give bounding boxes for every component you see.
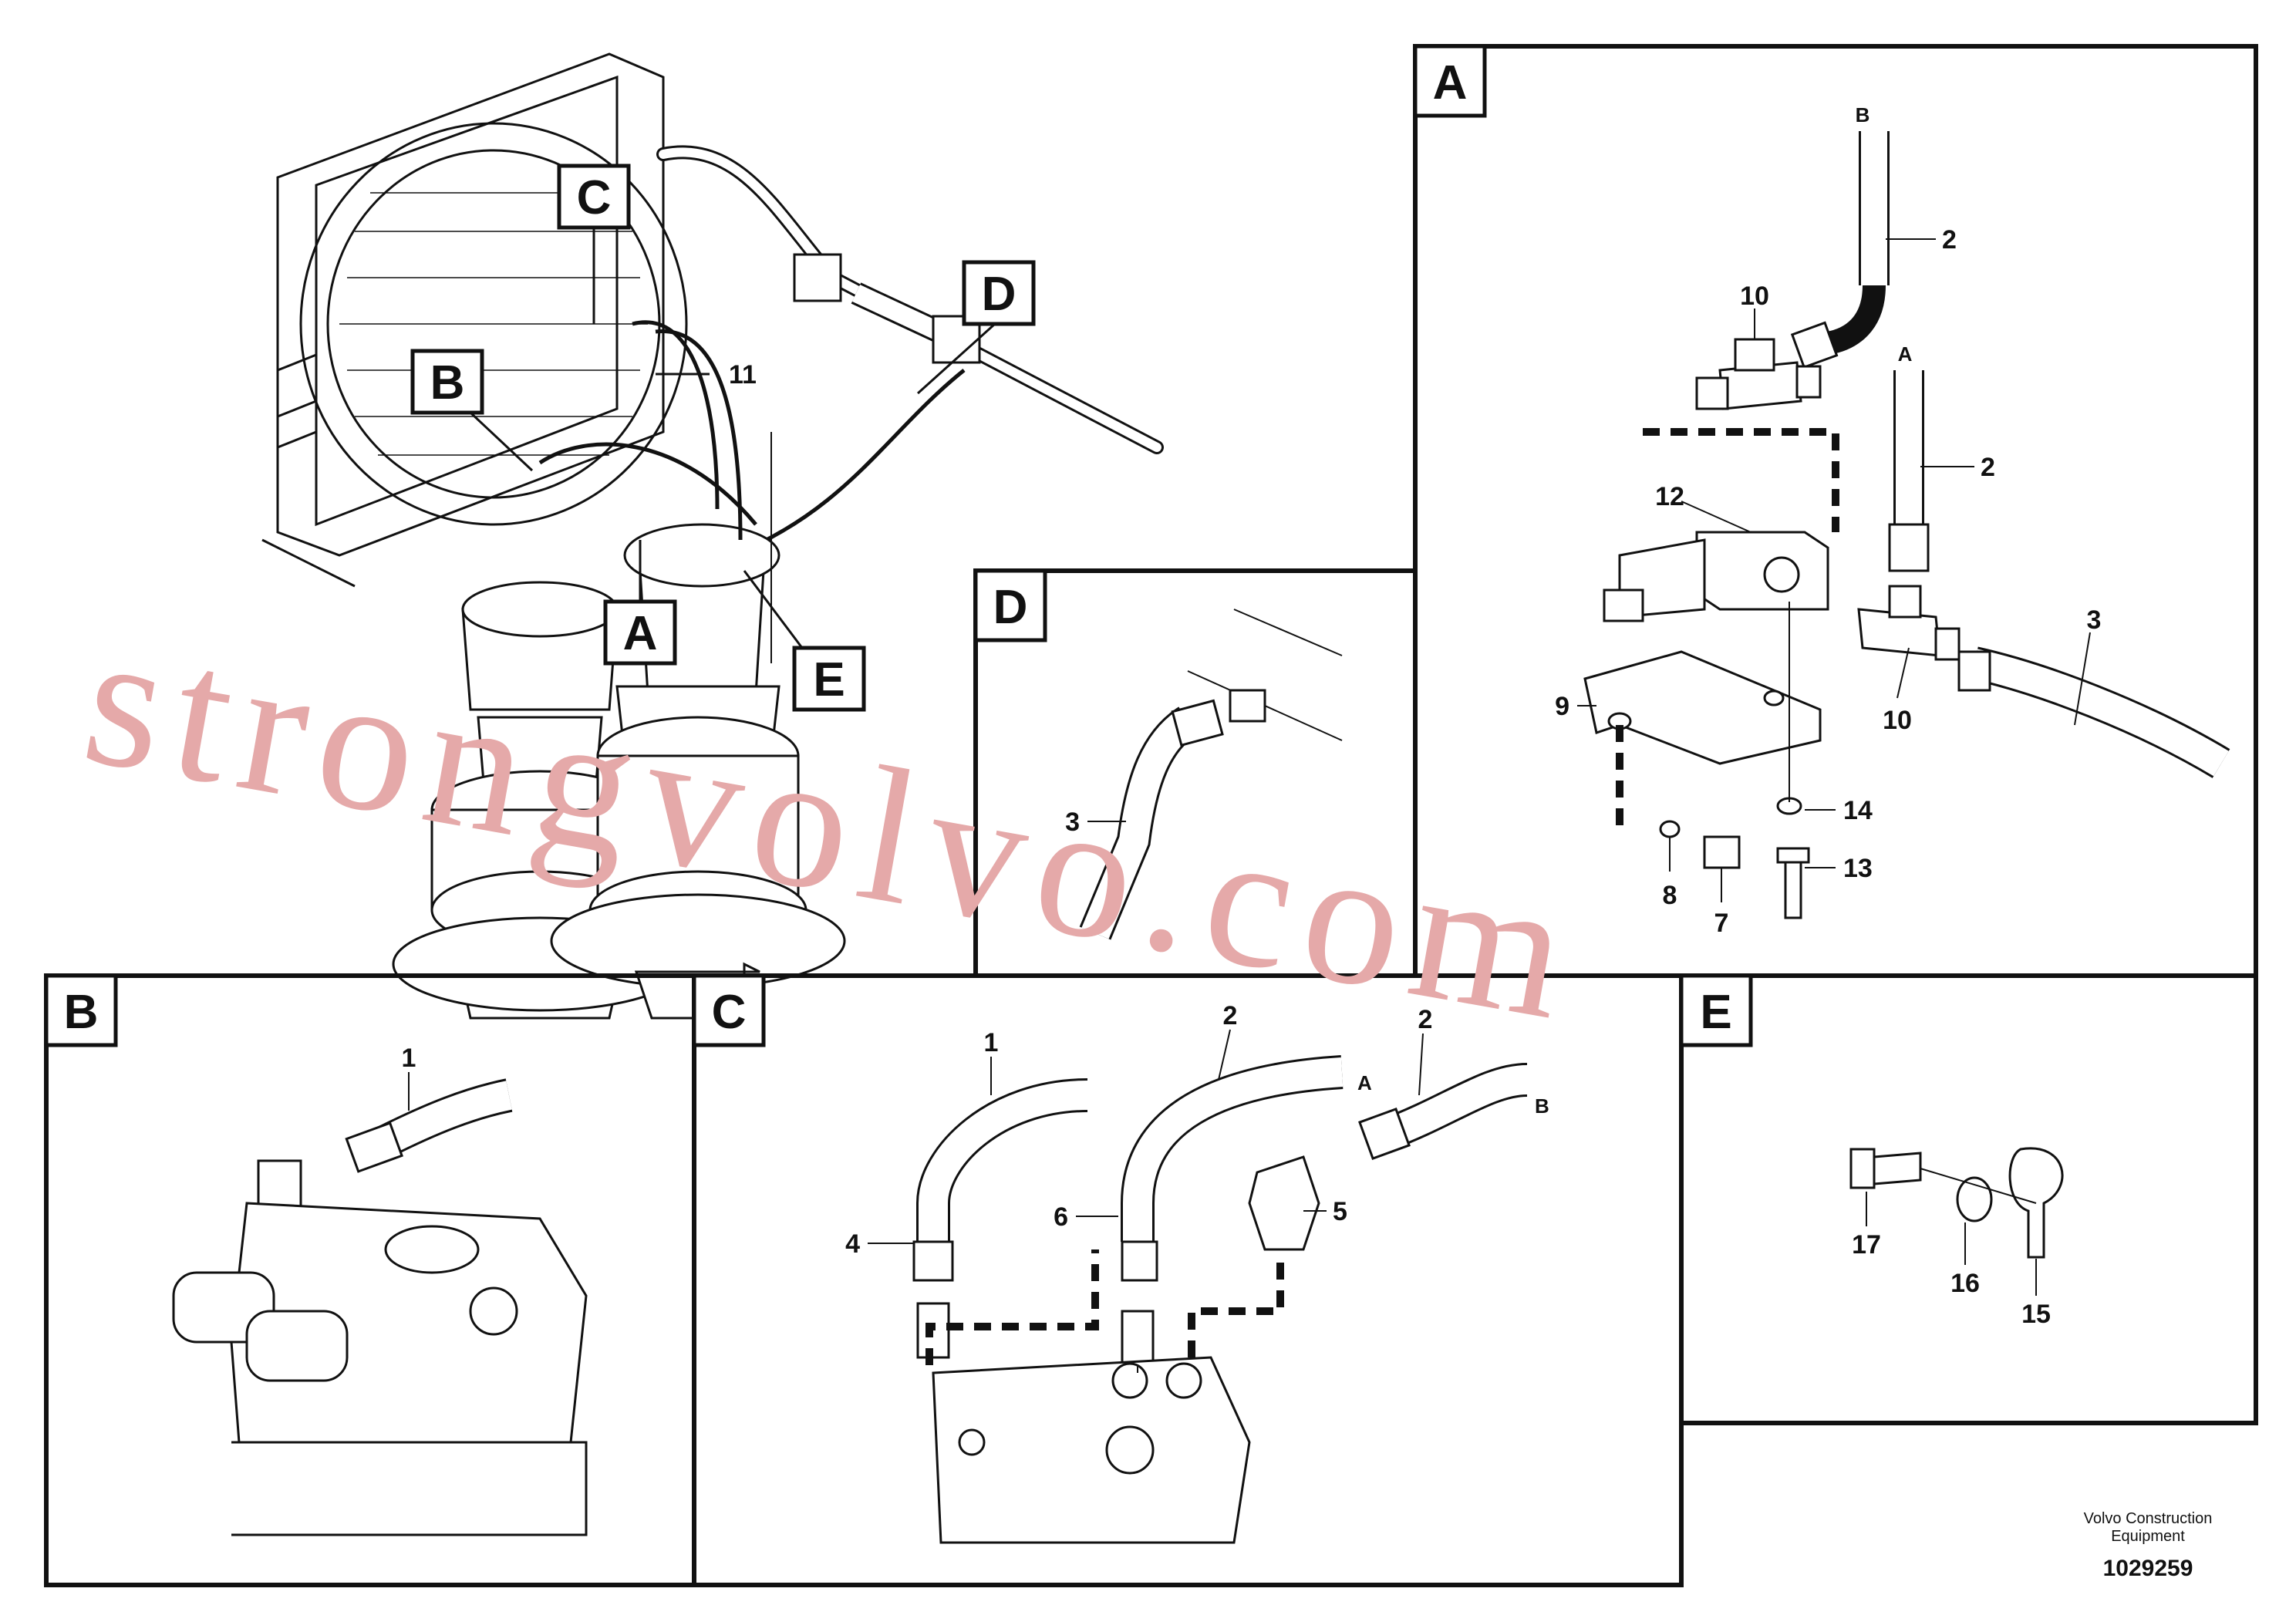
- hose-end-label-b: B: [1856, 103, 1870, 126]
- callout-c-5: 5: [1333, 1197, 1347, 1226]
- callout-a-3: 3: [2087, 605, 2102, 635]
- callout-c-1: 1: [984, 1028, 999, 1057]
- main-tag-c: C: [557, 164, 631, 230]
- svg-text:D: D: [982, 268, 1017, 321]
- detail-panel-c: C: [692, 973, 1684, 1587]
- drawing-footer: Volvo Construction Equipment 1029259: [2084, 1510, 2213, 1581]
- detail-panel-e: E 17 16 15: [1679, 973, 2258, 1425]
- view-tag-b: B: [64, 986, 99, 1039]
- callout-a-2-top: 2: [1942, 225, 1957, 255]
- callout-a-10-bot: 10: [1883, 706, 1912, 735]
- callout-c-2a: 2: [1223, 1001, 1238, 1030]
- detail-panel-a: A: [1413, 44, 2258, 978]
- view-tag-a: A: [1433, 56, 1468, 110]
- callout-a-13: 13: [1843, 854, 1873, 883]
- callout-c-4: 4: [845, 1229, 860, 1259]
- footer-company-line1: Volvo Construction: [2084, 1510, 2213, 1527]
- callout-c-6: 6: [1054, 1202, 1068, 1232]
- callout-a-12: 12: [1655, 482, 1684, 511]
- detail-panel-d: D 3: [973, 568, 1418, 978]
- main-leaders: [469, 224, 996, 649]
- callout-a-10-top: 10: [1740, 282, 1769, 311]
- callout-b-1: 1: [402, 1044, 416, 1073]
- callout-d-3: 3: [1065, 808, 1080, 837]
- svg-text:B: B: [430, 356, 465, 410]
- callout-a-14: 14: [1843, 796, 1873, 825]
- callout-e-16: 16: [1950, 1269, 1980, 1298]
- callout-e-15: 15: [2021, 1300, 2051, 1329]
- main-tag-e: E: [792, 646, 866, 712]
- view-tag-e: E: [1700, 986, 1731, 1039]
- callout-a-8: 8: [1663, 881, 1677, 910]
- hose-end-label-c-b: B: [1535, 1094, 1549, 1118]
- main-tag-a: A: [603, 599, 677, 666]
- detail-panel-b: B 1: [44, 973, 696, 1587]
- footer-drawing-number: 1029259: [2103, 1556, 2193, 1581]
- view-tag-c: C: [712, 986, 747, 1039]
- callout-a-2-mid: 2: [1981, 453, 1995, 482]
- footer-company-line2: Equipment: [2111, 1528, 2185, 1545]
- hose-end-label-a: A: [1898, 342, 1913, 366]
- view-tag-d: D: [993, 581, 1028, 634]
- callout-e-17: 17: [1852, 1230, 1881, 1259]
- callout-main-11: 11: [729, 360, 757, 389]
- callout-a-7: 7: [1714, 909, 1729, 938]
- callout-a-9: 9: [1555, 692, 1569, 721]
- callout-c-2b: 2: [1418, 1005, 1433, 1034]
- hose-end-label-c-a: A: [1357, 1071, 1372, 1094]
- svg-text:C: C: [577, 171, 612, 224]
- main-tag-b: B: [410, 349, 484, 415]
- svg-text:E: E: [813, 653, 845, 706]
- main-tag-d: D: [962, 260, 1036, 326]
- svg-text:A: A: [623, 607, 658, 660]
